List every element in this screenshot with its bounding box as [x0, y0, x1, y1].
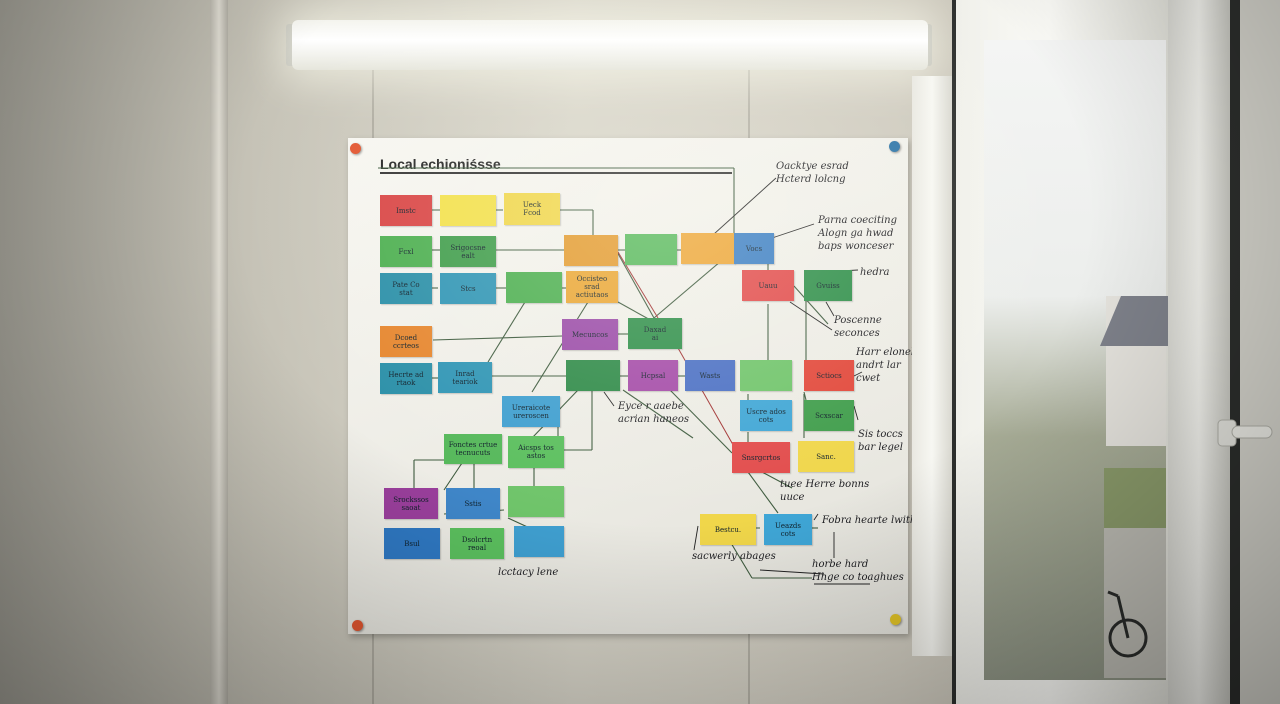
sticky-note	[514, 526, 564, 557]
push-pin	[889, 141, 900, 152]
sticky-note	[564, 235, 618, 266]
sticky-note: Imstc	[380, 195, 432, 226]
sticky-note: Sstis	[446, 488, 500, 519]
flowchart-poster: Local echioniśsse	[348, 138, 916, 634]
sticky-note	[508, 486, 564, 517]
push-pin	[890, 614, 901, 625]
sticky-note	[740, 360, 792, 391]
lawn-outside	[1104, 468, 1166, 528]
sticky-note: Fcxl	[380, 236, 432, 267]
sticky-note: Uauu	[742, 270, 794, 301]
title-underline	[380, 172, 732, 174]
sticky-note: Vocs	[734, 233, 774, 264]
handwritten-annotation: lcctacy lene	[498, 567, 559, 578]
wall-conduit	[210, 0, 228, 704]
sticky-note: Snsrgcrtos	[732, 442, 790, 473]
sticky-note: Sanc.	[798, 441, 854, 472]
handwritten-annotation: hedra	[860, 267, 890, 278]
sticky-note: Bestcu.	[700, 514, 756, 545]
sticky-note: Stcs	[440, 273, 496, 304]
sticky-note: Gvuiss	[804, 270, 852, 301]
wall-pillar	[912, 76, 952, 656]
sticky-note: Sctiocs	[804, 360, 854, 391]
sticky-note	[625, 234, 677, 265]
push-pin	[352, 620, 363, 631]
sticky-note: Scxscar	[804, 400, 854, 431]
sticky-note: Hcpsal	[628, 360, 678, 391]
sticky-note: Bsul	[384, 528, 440, 559]
sticky-note: Wasts	[685, 360, 735, 391]
sticky-note	[681, 233, 735, 264]
sticky-note	[506, 272, 562, 303]
sticky-note: Mecuncos	[562, 319, 618, 350]
handwritten-annotation: Fobra hearte lwith	[822, 515, 917, 526]
fluorescent-light	[292, 20, 928, 70]
handwritten-annotation: sacwerly abages	[692, 551, 776, 562]
window-handle[interactable]	[1216, 410, 1274, 454]
sticky-note	[566, 360, 620, 391]
window-jamb	[1168, 0, 1230, 704]
window-edge	[1240, 0, 1280, 704]
push-pin	[350, 143, 361, 154]
sticky-note	[440, 195, 496, 226]
bicycle-outside	[1107, 590, 1148, 658]
